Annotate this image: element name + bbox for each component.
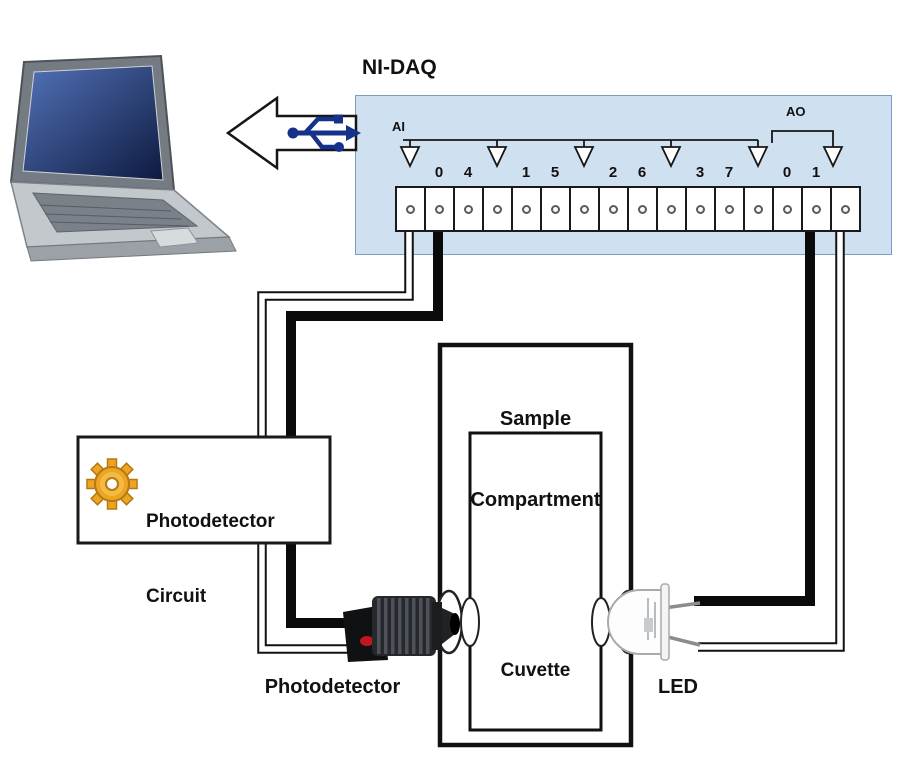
led-device <box>607 583 701 661</box>
analog-input-triangle <box>399 146 421 169</box>
channel-number-ai1: 1 <box>521 164 531 181</box>
terminal-cell <box>687 188 716 230</box>
channel-number-ai2: 2 <box>608 164 618 181</box>
terminal-hole <box>696 204 705 214</box>
cuvette-box <box>468 431 603 732</box>
terminal-hole <box>667 204 676 214</box>
led-return-wire-core <box>698 228 843 650</box>
led-leg <box>663 601 701 610</box>
terminal-hole <box>580 204 589 214</box>
channel-number-ao0: 0 <box>782 164 792 181</box>
photodetector-label: Photodetector <box>264 676 401 698</box>
led-drive-wire <box>694 228 815 606</box>
analog-input-triangle <box>486 146 508 169</box>
gear-icon <box>86 458 138 510</box>
led-return-wire <box>698 228 845 652</box>
photodetector-device <box>343 596 460 662</box>
sample-compartment-label-line2: Compartment <box>470 489 601 511</box>
cuvette-label: Cuvette <box>500 660 571 681</box>
terminal-hole <box>609 204 618 214</box>
channel-number-ai0: 0 <box>434 164 444 181</box>
terminal-cell <box>774 188 803 230</box>
photodetector-laser-dot <box>360 636 374 646</box>
terminal-hole <box>435 204 444 214</box>
terminal-cell <box>629 188 658 230</box>
terminal-hole <box>812 204 821 214</box>
analog-input-triangle <box>747 146 769 169</box>
laptop-illustration <box>9 54 237 262</box>
ai-label: AI <box>392 119 405 134</box>
terminal-cell <box>484 188 513 230</box>
photodetector-circuit-label-line1: Photodetector <box>146 511 275 532</box>
analog-input-triangle <box>573 146 595 169</box>
terminal-cell <box>745 188 774 230</box>
terminal-cell <box>513 188 542 230</box>
terminal-cell <box>803 188 832 230</box>
laptop-touchpad <box>150 227 199 248</box>
led-leg <box>663 634 701 647</box>
terminal-cell <box>455 188 484 230</box>
terminal-hole <box>754 204 763 214</box>
photodetector-circuit-label-line2: Circuit <box>146 586 207 607</box>
ao-label: AO <box>786 104 806 119</box>
terminal-cell <box>832 188 859 230</box>
terminal-hole <box>464 204 473 214</box>
terminal-hole <box>522 204 531 214</box>
analog-input-triangle <box>660 146 682 169</box>
sample-compartment-label-line1: Sample <box>499 408 572 430</box>
terminal-cell <box>716 188 745 230</box>
terminal-cell <box>426 188 455 230</box>
terminal-hole <box>783 204 792 214</box>
ao-bus-bracket <box>771 130 844 169</box>
terminal-cell <box>658 188 687 230</box>
laptop-display <box>22 65 164 181</box>
channel-number-ai3: 3 <box>695 164 705 181</box>
terminal-hole <box>551 204 560 214</box>
photodetector-circuit-label: Photodetector Circuit <box>146 459 275 659</box>
channel-number-ai6: 6 <box>637 164 647 181</box>
sample-compartment-label: Sample Compartment <box>440 352 631 568</box>
analog-output-triangle <box>822 146 844 169</box>
terminal-cell <box>600 188 629 230</box>
channel-number-ai4: 4 <box>463 164 473 181</box>
channel-number-ai7: 7 <box>724 164 734 181</box>
terminal-hole <box>841 204 850 214</box>
led-label: LED <box>658 676 698 698</box>
channel-number-ao1: 1 <box>811 164 821 181</box>
wiring <box>257 228 845 654</box>
photodetector-signal-wire <box>286 228 443 628</box>
nidaq-title: NI-DAQ <box>362 56 437 79</box>
terminal-hole <box>493 204 502 214</box>
usb-icon <box>287 114 361 152</box>
terminal-cell <box>571 188 600 230</box>
terminal-hole <box>406 204 415 214</box>
channel-number-ai5: 5 <box>550 164 560 181</box>
terminal-cell <box>397 188 426 230</box>
terminal-hole <box>725 204 734 214</box>
ai-bus-bracket <box>399 139 769 169</box>
photodetector-shield-wire-core <box>259 228 412 652</box>
terminal-strip <box>395 186 861 232</box>
terminal-hole <box>638 204 647 214</box>
terminal-cell <box>542 188 571 230</box>
